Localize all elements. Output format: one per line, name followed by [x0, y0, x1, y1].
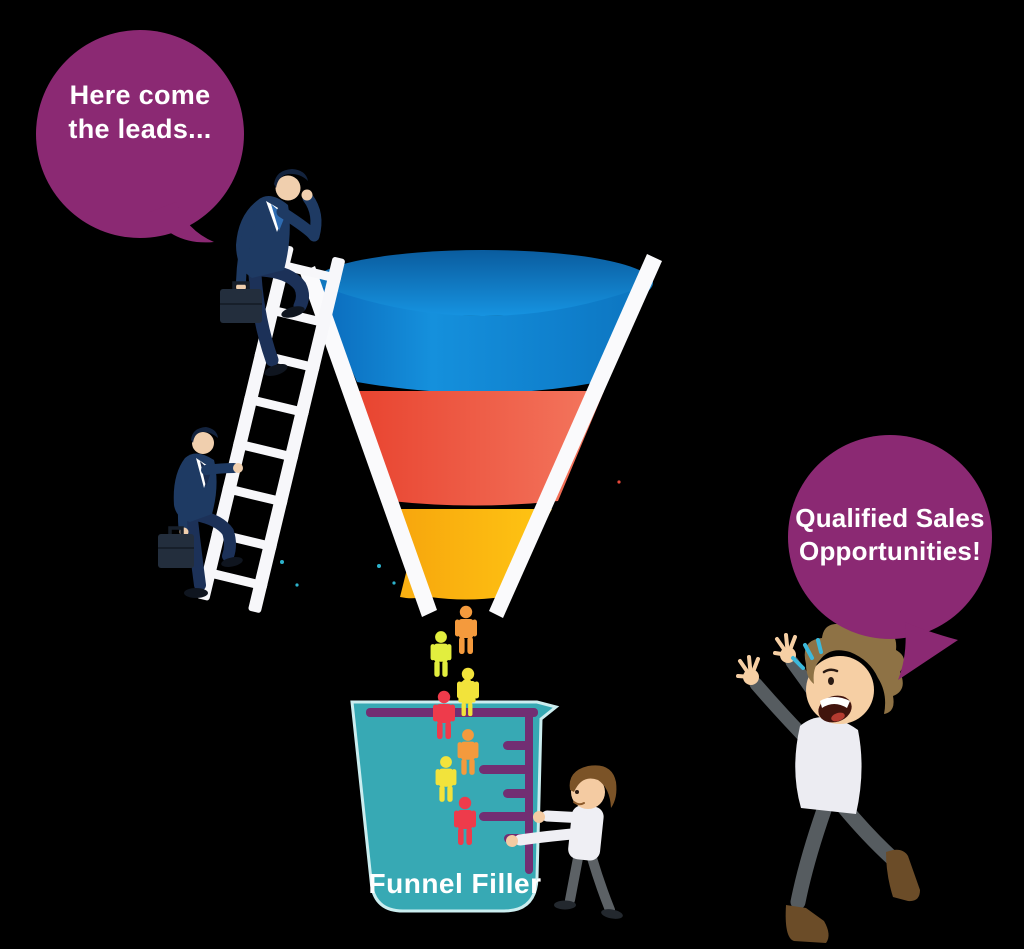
- funnel-stage-middle: [352, 391, 604, 506]
- falling-lead-orange: [455, 605, 477, 654]
- pusher-head: [571, 775, 605, 809]
- businessman-top-briefcase: [220, 289, 262, 323]
- cheering-man: [736, 619, 920, 943]
- businessman-bottom-leg-back: [186, 514, 206, 591]
- businessman-bottom-arm-back: [177, 475, 191, 533]
- businessman-bottom-hair: [191, 427, 218, 443]
- pusher-arm-upper: [541, 810, 591, 824]
- businessman-top-tie: [271, 204, 285, 231]
- businessman-top-arm-raised: [276, 192, 322, 242]
- businessman-top-shoe-front: [281, 306, 305, 318]
- businessman-bottom-hand-front: [233, 463, 243, 473]
- businessman-top: [220, 169, 322, 377]
- pusher-shoe-front: [601, 909, 623, 919]
- beaker-pusher-man: [506, 765, 623, 919]
- cheering-boot-front: [886, 849, 920, 902]
- cheering-eyebrow: [822, 668, 839, 674]
- beaker-label: Funnel Filler: [368, 868, 542, 899]
- cheering-hair: [804, 619, 905, 714]
- cheering-boot-back: [785, 905, 829, 943]
- left-speech-bubble-circle: [36, 30, 244, 238]
- businessman-top-briefcase-handle: [232, 281, 250, 289]
- cheering-hand-left: [736, 655, 760, 685]
- pusher-hand-upper: [533, 811, 545, 823]
- left-bubble-line1: Here come: [69, 80, 211, 110]
- businessman-bottom-briefcase-handle: [168, 526, 184, 534]
- excitement-dashes: [791, 638, 823, 670]
- funnel-outline-left: [300, 266, 437, 617]
- beaker-body: [350, 700, 560, 913]
- falling-lead-lime: [430, 631, 452, 677]
- businessman-bottom-arm-front: [201, 463, 239, 475]
- beaker: [350, 678, 560, 913]
- businessman-bottom-shoe-back: [184, 588, 208, 598]
- pusher-hand-lower: [506, 835, 518, 847]
- right-speech-bubble-circle: [788, 435, 992, 639]
- businessman-top-arm-down: [236, 210, 257, 287]
- cheering-leg-back: [790, 802, 832, 910]
- cheering-torso: [795, 716, 862, 814]
- funnel-stage-top: [313, 283, 653, 393]
- businessman-bottom-shoe-front: [221, 557, 243, 567]
- pusher-arm-lower: [514, 827, 589, 846]
- right-bubble-text: Qualified Sales Opportunities!: [787, 502, 993, 568]
- cheering-eye: [828, 677, 834, 685]
- cheering-teeth: [820, 697, 850, 708]
- pusher-leg-front: [587, 853, 615, 915]
- right-bubble-line2: Opportunities!: [799, 536, 981, 566]
- businessman-bottom-briefcase: [158, 534, 194, 568]
- left-speech-bubble-tail: [150, 202, 214, 243]
- paint-specks: [280, 480, 621, 587]
- businessman-top-hand-raised: [301, 189, 313, 201]
- right-bubble-line1: Qualified Sales: [795, 503, 985, 533]
- pusher-hair: [569, 765, 617, 808]
- right-speech-bubble-tail: [898, 622, 958, 680]
- left-speech-bubble: [36, 30, 244, 243]
- sales-funnel: [280, 250, 662, 618]
- businessman-bottom: [158, 427, 243, 598]
- cheering-tongue: [831, 712, 845, 722]
- pusher-leg-back: [565, 853, 583, 905]
- left-bubble-text: Here come the leads...: [45, 78, 235, 146]
- funnel-outline-right: [489, 254, 662, 618]
- ladder: [196, 244, 345, 613]
- businessman-bottom-leg-front: [190, 509, 236, 562]
- right-speech-bubble: [788, 435, 992, 680]
- businessman-top-head: [275, 175, 301, 201]
- pusher-eye: [575, 790, 579, 794]
- businessman-top-shoe-back: [264, 363, 288, 377]
- pusher-shoe-back: [554, 900, 576, 910]
- pusher-smile: [573, 801, 585, 806]
- cheering-leg-front: [835, 798, 900, 866]
- businessman-top-hair: [274, 169, 308, 188]
- left-bubble-line2: the leads...: [68, 114, 212, 144]
- businessman-top-leg-front: [255, 263, 309, 313]
- funnel-opening: [313, 250, 653, 316]
- businessman-bottom-head: [192, 432, 214, 454]
